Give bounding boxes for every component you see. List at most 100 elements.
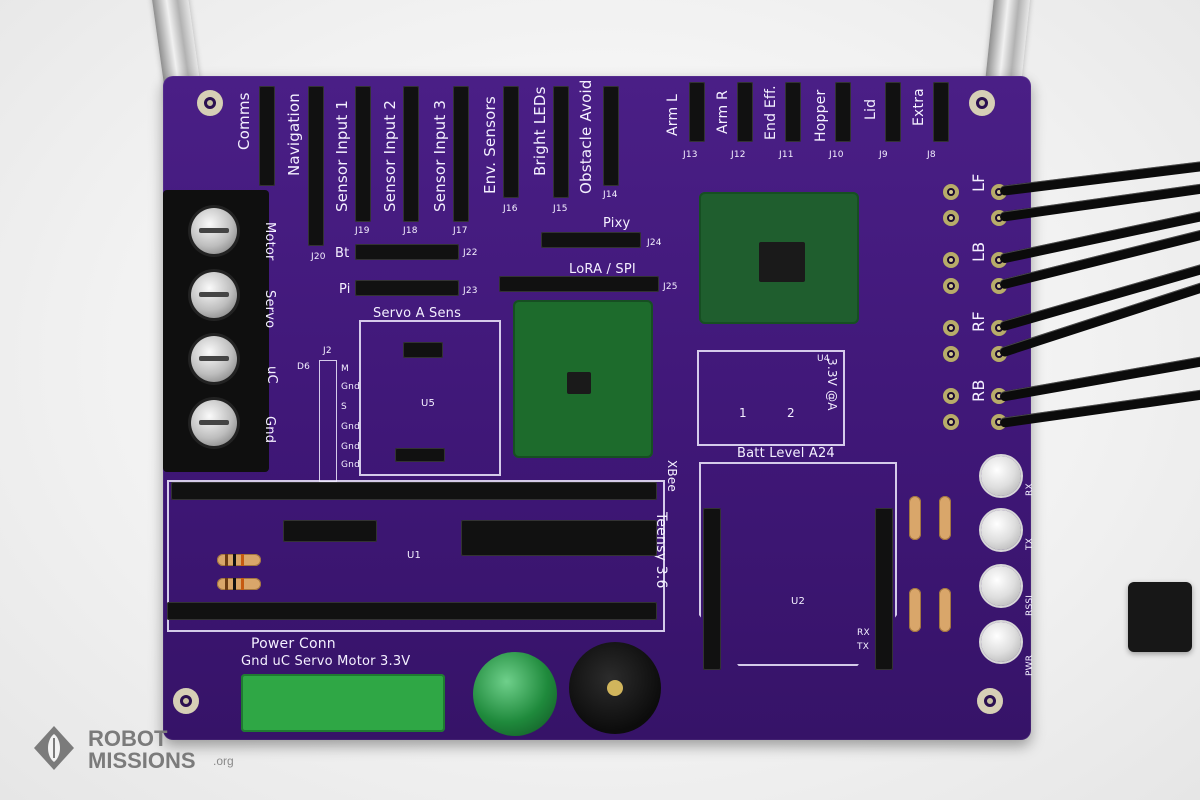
j2-pin-gnd4: Gnd xyxy=(341,460,360,470)
label-arm-r: Arm R xyxy=(715,90,731,134)
label-u2: U2 xyxy=(791,596,806,607)
label-lora: LoRA / SPI xyxy=(569,262,636,277)
power-terminal-block xyxy=(241,674,445,732)
label-sensor-2: Sensor Input 2 xyxy=(381,99,399,212)
label-j9: J9 xyxy=(879,150,888,160)
pad-rb-1 xyxy=(943,388,959,404)
screw-2 xyxy=(191,272,237,318)
label-tx-xbee: TX xyxy=(857,642,870,652)
label-j24: J24 xyxy=(647,238,662,248)
label-lid: Lid xyxy=(863,98,879,120)
label-arm-l: Arm L xyxy=(665,94,681,136)
label-pwr: PWR xyxy=(1025,654,1035,676)
label-3v3: 3.3V @A xyxy=(825,358,839,411)
pad-lb-1 xyxy=(943,252,959,268)
motor-driver-chip xyxy=(759,242,805,282)
header-env xyxy=(503,86,519,198)
label-power-conn: Power Conn xyxy=(251,636,336,652)
header-arm-r xyxy=(737,82,753,142)
label-j22: J22 xyxy=(463,248,478,258)
label-u4: U4 xyxy=(817,354,830,364)
teensy-header-top xyxy=(171,482,657,500)
j2-pin-gnd3: Gnd xyxy=(341,442,360,452)
led-tx xyxy=(981,510,1021,550)
label-divider-2: 2 xyxy=(787,406,795,420)
label-j2: J2 xyxy=(323,346,332,356)
led-rx xyxy=(981,456,1021,496)
j2-pin-m: M xyxy=(341,364,349,374)
header-pixy xyxy=(541,232,641,248)
label-bt: Bt xyxy=(335,246,350,261)
green-capacitor xyxy=(473,652,557,736)
label-servo: Servo xyxy=(262,290,277,329)
label-uc: uC xyxy=(264,366,279,384)
label-j23: J23 xyxy=(463,286,478,296)
pad-rf-1 xyxy=(943,320,959,336)
resistor-right-1 xyxy=(909,496,921,540)
mount-hole-top-left xyxy=(197,90,223,116)
label-rx: RX xyxy=(1025,483,1035,496)
label-pi: Pi xyxy=(339,282,351,297)
label-navigation: Navigation xyxy=(285,93,303,176)
label-j20: J20 xyxy=(311,252,326,262)
label-sensor-3: Sensor Input 3 xyxy=(431,99,449,212)
teensy-header-mid xyxy=(461,520,657,556)
watermark-line-2: MISSIONS xyxy=(88,748,196,773)
label-rx-xbee: RX xyxy=(857,628,870,638)
teensy-outline xyxy=(167,480,665,632)
servo-a-sense-outline xyxy=(359,320,501,476)
header-sensor-1 xyxy=(355,86,371,222)
resistor-right-4 xyxy=(939,588,951,632)
label-lf: LF xyxy=(969,173,988,192)
label-xbee: XBee xyxy=(665,460,679,493)
label-j8: J8 xyxy=(927,150,936,160)
mount-hole-bottom-left xyxy=(173,688,199,714)
header-servo-a-bottom xyxy=(395,448,445,462)
label-pixy: Pixy xyxy=(603,216,631,231)
header-lora xyxy=(499,276,659,292)
mount-hole-top-right xyxy=(969,90,995,116)
label-u5: U5 xyxy=(421,398,436,409)
label-j25: J25 xyxy=(663,282,678,292)
header-servo-a-top xyxy=(403,342,443,358)
label-j15: J15 xyxy=(553,204,568,214)
pad-lf-1 xyxy=(943,184,959,200)
j2-pin-gnd2: Gnd xyxy=(341,422,360,432)
header-hopper xyxy=(835,82,851,142)
label-comms: Comms xyxy=(235,92,253,150)
robot-missions-logo-icon xyxy=(34,726,74,770)
label-end-eff: End Eff. xyxy=(763,85,779,140)
label-lb: LB xyxy=(969,241,988,262)
header-obstacle xyxy=(603,86,619,186)
j2-pin-s: S xyxy=(341,402,347,412)
label-j19: J19 xyxy=(355,226,370,236)
label-j16: J16 xyxy=(503,204,518,214)
label-rssi: RSSI xyxy=(1025,594,1035,616)
resistor-right-2 xyxy=(939,496,951,540)
header-navigation xyxy=(308,86,324,246)
j2-pin-gnd1: Gnd xyxy=(341,382,360,392)
header-extra xyxy=(933,82,949,142)
label-j12: J12 xyxy=(731,150,746,160)
current-sensor-chip xyxy=(567,372,591,394)
black-connector xyxy=(1128,582,1192,652)
u4-outline xyxy=(697,350,845,446)
label-divider-1: 1 xyxy=(739,406,747,420)
led-rssi xyxy=(981,566,1021,606)
label-j10: J10 xyxy=(829,150,844,160)
watermark-suffix: .org xyxy=(213,754,234,768)
header-arm-l xyxy=(689,82,705,142)
pad-lf-2 xyxy=(943,210,959,226)
header-pi xyxy=(355,280,459,296)
teensy-header-small xyxy=(283,520,377,542)
screw-3 xyxy=(191,336,237,382)
resistor-right-3 xyxy=(909,588,921,632)
watermark-line-1: ROBOT xyxy=(88,726,168,751)
teensy-header-bottom xyxy=(167,602,657,620)
xbee-outline xyxy=(699,462,897,666)
screw-1 xyxy=(191,208,237,254)
label-j18: J18 xyxy=(403,226,418,236)
label-tx: TX xyxy=(1025,537,1035,550)
header-sensor-2 xyxy=(403,86,419,222)
label-servo-a-sense: Servo A Sens xyxy=(373,306,462,321)
